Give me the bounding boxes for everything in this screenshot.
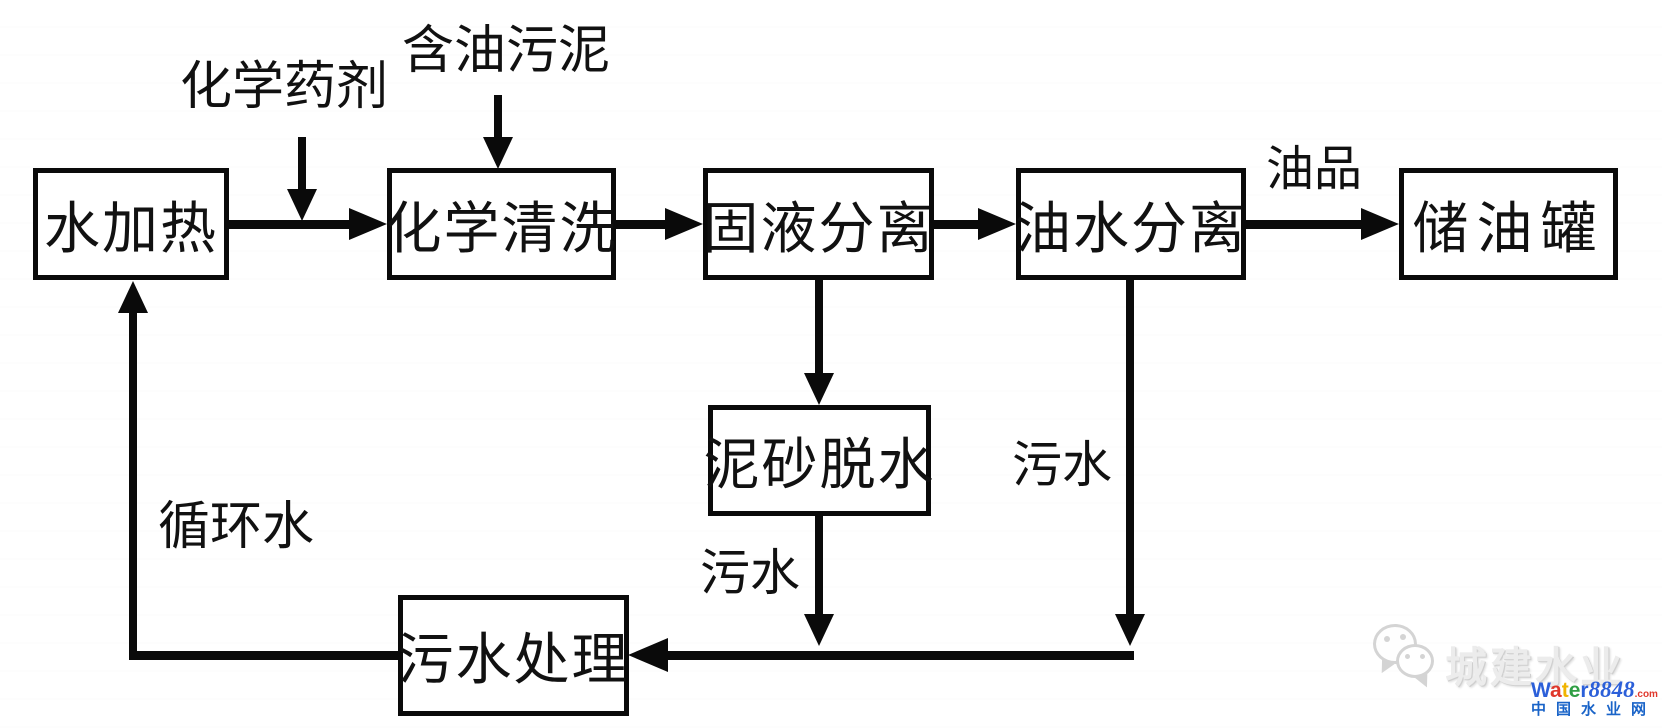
watermark-site-suffix: .com xyxy=(1634,689,1658,700)
bubble-eye xyxy=(1420,654,1425,659)
arrow-shaft xyxy=(815,280,823,374)
arrow-shaft xyxy=(494,95,502,140)
label-wastewater-left: 污水 xyxy=(700,545,800,601)
arrow-shaft xyxy=(664,651,1134,660)
node-oil-storage-tank: 储油罐 xyxy=(1399,168,1618,280)
node-solid-liquid-separation: 固液分离 xyxy=(703,168,934,280)
arrow-shaft xyxy=(615,220,667,229)
label-oily-sludge: 含油污泥 xyxy=(402,23,611,80)
arrow-head-down xyxy=(804,373,834,405)
arrow-head-up xyxy=(118,281,148,313)
arrow-shaft xyxy=(129,310,137,660)
arrow-shaft xyxy=(298,137,306,192)
watermark-brand-text: 城建水业 xyxy=(1445,644,1626,691)
arrow-head-right xyxy=(1361,208,1399,240)
arrow-shaft xyxy=(1126,280,1134,616)
label-oil-product: 油品 xyxy=(1266,143,1363,196)
arrow-head-down xyxy=(287,189,317,221)
arrow-head-down xyxy=(804,614,834,646)
arrow-shaft xyxy=(815,516,823,616)
arrow-shaft xyxy=(933,220,980,229)
label-chemical-agent: 化学药剂 xyxy=(180,59,389,116)
node-chemical-cleaning: 化学清洗 xyxy=(386,168,616,280)
bubble-eye xyxy=(1384,636,1390,642)
node-wastewater-treatment: 污水处理 xyxy=(398,595,629,716)
arrow-head-right xyxy=(978,208,1016,240)
arrow-head-down xyxy=(483,137,513,169)
node-sediment-dewatering: 泥砂脱水 xyxy=(704,405,934,516)
label-circulating-water: 循环水 xyxy=(158,499,315,556)
watermark-site-number: 8848 xyxy=(1588,677,1635,702)
arrow-shaft xyxy=(129,651,398,660)
arrow-shaft xyxy=(228,220,352,229)
arrow-head-down xyxy=(1115,614,1145,646)
watermark-site-text: Water8848.com xyxy=(1531,678,1658,701)
wechat-bubble-small xyxy=(1396,644,1434,678)
bubble-eye xyxy=(1405,654,1410,659)
arrow-head-right xyxy=(665,208,703,240)
arrow-head-left xyxy=(628,638,668,672)
node-oil-water-separation: 油水分离 xyxy=(1015,168,1246,280)
bubble-eye xyxy=(1400,634,1406,640)
label-wastewater-right: 污水 xyxy=(1012,437,1112,493)
arrow-shaft xyxy=(1245,220,1363,229)
watermark-site-cn: 中国水业网 xyxy=(1531,701,1657,718)
watermark-site-letters: Water xyxy=(1531,679,1589,702)
arrow-head-right xyxy=(349,208,387,240)
node-water-heating: 水加热 xyxy=(33,168,229,280)
